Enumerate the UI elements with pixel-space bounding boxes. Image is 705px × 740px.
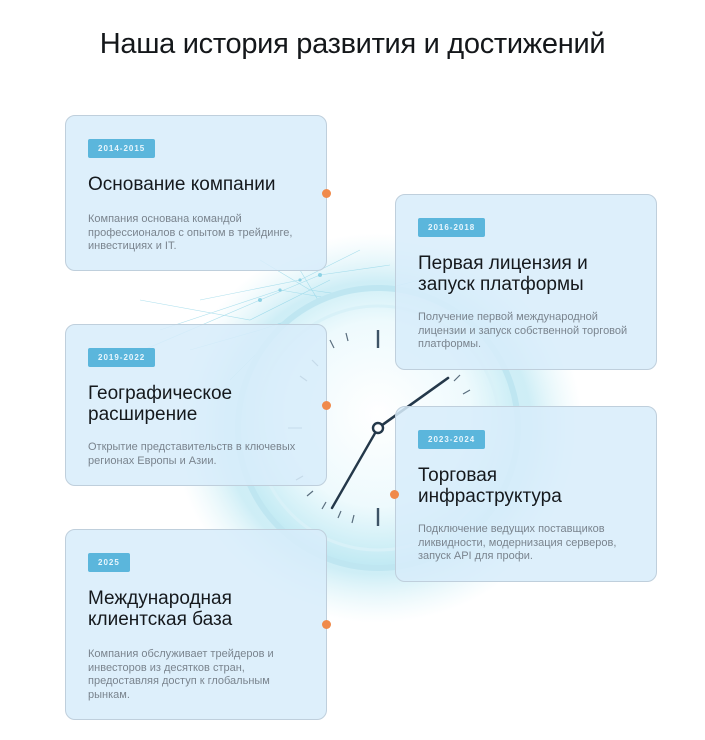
milestone-years-badge: 2023-2024 [418,430,486,449]
milestone-years-badge: 2019-2022 [88,348,156,367]
milestone-title: Международная клиентская база [88,588,233,630]
milestone-description: Компания обслуживает трейдеров и инвесто… [88,648,274,701]
milestone-title: Торговая инфраструктура [418,465,562,507]
milestone-card-2019-2022: 2019-2022 Географическое расширение Откр… [65,324,327,486]
page-title: Наша история развития и достижений [99,28,606,60]
milestone-card-2025: 2025 Международная клиентская база Компа… [65,529,327,720]
timeline-dot [322,401,331,410]
milestone-card-2023-2024: 2023-2024 Торговая инфраструктура Подклю… [395,406,657,582]
milestone-description: Подключение ведущих поставщиков ликвидно… [418,523,617,562]
milestone-years-badge: 2016-2018 [418,218,486,237]
timeline-dot [322,620,331,629]
timeline-dot [322,189,331,198]
milestone-card-2014-2015: 2014-2015 Основание компании Компания ос… [65,115,327,271]
milestone-years-badge: 2014-2015 [88,139,156,158]
milestone-title: Основание компании [88,174,276,195]
milestone-description: Открытие представительств в ключевых рег… [88,441,296,467]
milestone-title: Первая лицензия и запуск платформы [418,253,588,295]
milestone-card-2016-2018: 2016-2018 Первая лицензия и запуск платф… [395,194,657,370]
milestone-description: Компания основана командой профессионало… [88,213,293,252]
milestone-title: Географическое расширение [88,383,233,425]
milestone-description: Получение первой международной лицензии … [418,311,628,350]
timeline-dot [390,490,399,499]
milestone-years-badge: 2025 [88,553,130,572]
